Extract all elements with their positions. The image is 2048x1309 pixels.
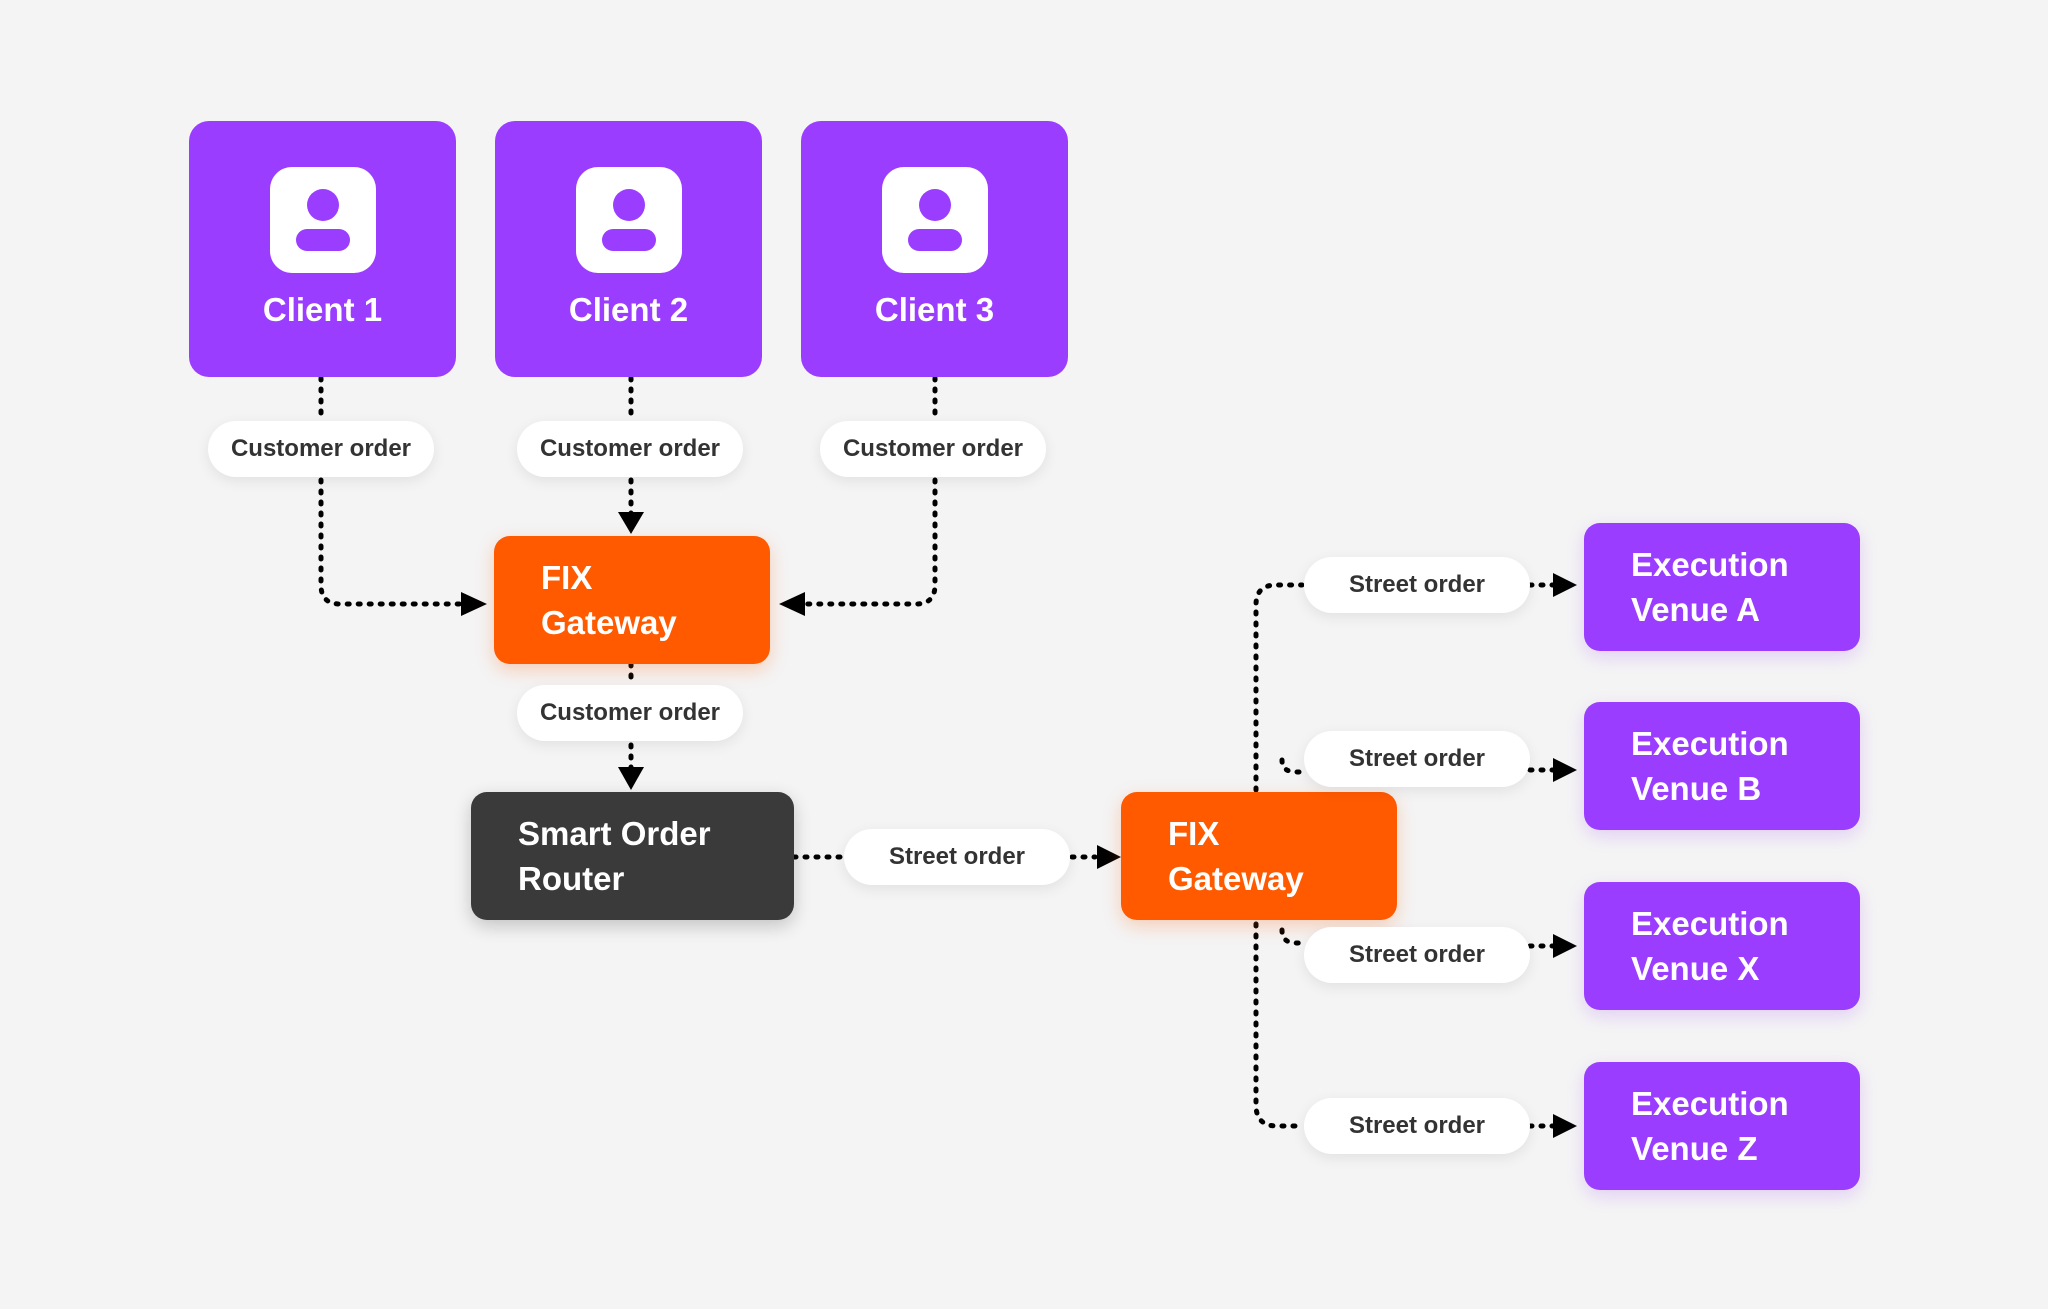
edge-label-customer-order: Customer order [517,421,743,477]
arrowhead [779,592,805,616]
client-label: Client 2 [568,291,689,328]
edge-label-customer-order: Customer order [820,421,1046,477]
edge-trunk-x [1279,927,1305,946]
client-label: Client 3 [874,291,995,328]
execution-venue-b: Execution Venue B [1584,702,1860,830]
client-node-1: Client 1 [189,121,456,377]
node-label-line2: Gateway [1168,860,1304,897]
edge-label-street-order: Street order [1304,731,1530,787]
node-label-line1: Execution [1631,1085,1789,1122]
node-label-line2: Gateway [541,604,677,641]
execution-venue-a: Execution Venue A [1584,523,1860,651]
edge-label-street-order: Street order [1304,1098,1530,1154]
fix-gateway-2: FIX Gateway [1121,792,1397,920]
client-node-2: Client 2 [495,121,762,377]
arrowhead [1553,1114,1577,1138]
node-label-line1: Execution [1631,546,1789,583]
user-icon [575,167,682,273]
edge-label-street-order: Street order [1304,557,1530,613]
node-label-line1: FIX [1168,815,1220,852]
client-node-3: Client 3 [801,121,1068,377]
node-label-line2: Router [518,860,625,897]
edge-label-customer-order: Customer order [208,421,434,477]
edge-label-street-order: Street order [1304,927,1530,983]
node-label-line2: Venue A [1631,591,1760,628]
arrowhead [618,767,644,790]
node-label-line2: Venue Z [1631,1130,1758,1167]
node-label-line1: FIX [541,559,593,596]
edge-label-customer-order: Customer order [517,685,743,741]
fix-gateway-1: FIX Gateway [494,536,770,664]
arrowhead [1553,573,1577,597]
arrowhead [1097,845,1121,869]
edge-client3-gateway [797,477,938,607]
node-label-line2: Venue B [1631,770,1762,807]
user-icon [269,167,376,273]
execution-venue-z: Execution Venue Z [1584,1062,1860,1190]
arrowhead [1553,934,1577,958]
edge-trunk-b [1279,757,1305,775]
arrowhead [461,592,487,616]
edge-trunk-a [1253,582,1305,793]
client-label: Client 1 [262,291,383,328]
edge-client1-gateway [318,477,473,607]
node-label-line1: Execution [1631,725,1789,762]
arrowhead [1553,758,1577,782]
execution-venue-x: Execution Venue X [1584,882,1860,1010]
user-icon [881,167,988,273]
edge-trunk-z [1253,921,1305,1129]
arrowhead [618,512,644,534]
edge-label-street-order: Street order [844,829,1070,885]
node-label-line1: Execution [1631,905,1789,942]
node-label-line1: Smart Order [518,815,711,852]
node-label-line2: Venue X [1631,950,1760,987]
smart-order-router: Smart Order Router [471,792,794,920]
